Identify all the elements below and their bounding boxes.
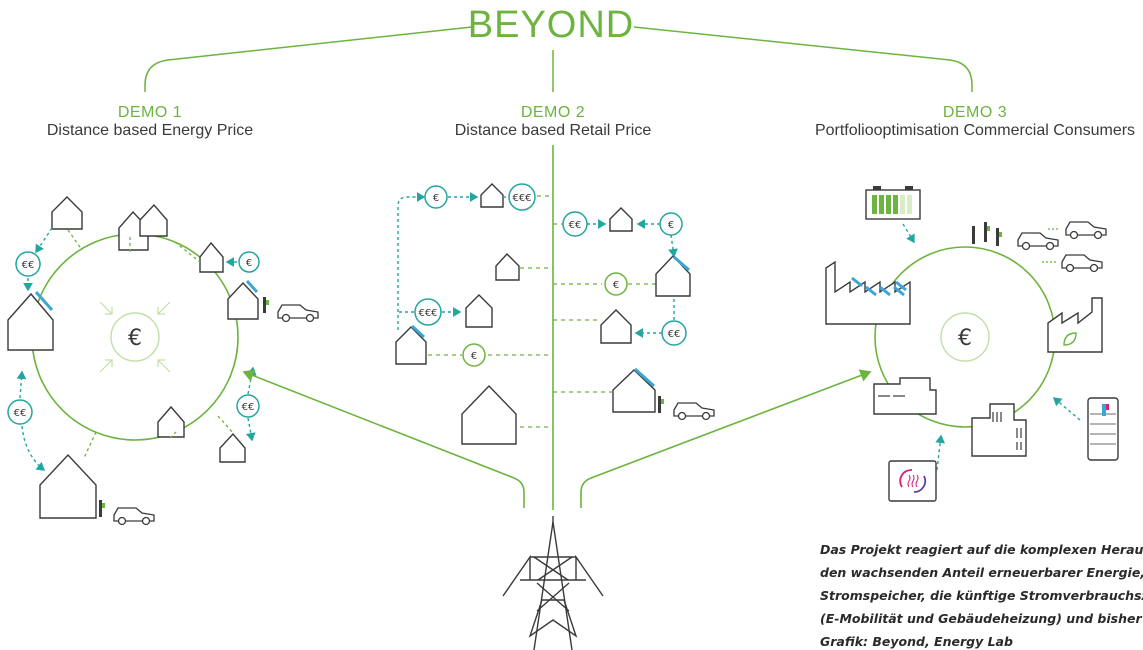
currency-token (7, 399, 33, 425)
demo1-center-circle (110, 312, 160, 362)
solar-factory-icon (825, 260, 911, 325)
demo2-teal-flows (397, 192, 678, 338)
demo1-inward-arrows (99, 301, 171, 373)
house-icon (7, 292, 54, 351)
demo1-number: DEMO 1 (117, 104, 183, 121)
token-label: €€ (22, 260, 35, 271)
demo2-description: Distance based Retail Price (454, 122, 652, 139)
token-label: € (471, 351, 477, 362)
house-icon (480, 183, 504, 208)
demo1-description: Distance based Energy Price (46, 122, 254, 139)
solar-panel-icon (34, 291, 54, 311)
token-label: €€€ (512, 193, 531, 204)
demo1-solar-panels (34, 279, 259, 311)
storage-tank-icon (1087, 397, 1119, 461)
currency-token (462, 343, 486, 367)
demo1-houses (7, 196, 259, 519)
demo2-houses (395, 183, 691, 445)
currency-token (508, 183, 536, 211)
demo2-header: DEMO 2 Distance based Retail Price (443, 104, 663, 140)
house-icon (139, 203, 168, 237)
demo3-euro-symbol: € (958, 326, 972, 351)
green-factory-icon (1047, 297, 1103, 353)
house-icon (199, 241, 224, 273)
solar-panel-icon (245, 279, 259, 294)
caption-line: den wachsenden Anteil erneuerbarer Energ… (820, 565, 1143, 580)
demo1-graphic: € €€ (7, 196, 319, 526)
token-label: €€€ (418, 308, 437, 319)
caption-line: Grafik: Beyond, Energy Lab (820, 634, 1013, 649)
demo2-tokens (414, 183, 687, 346)
demo3-ev-charging (972, 221, 1107, 273)
demo3-description: Portfoliooptimisation Commercial Consume… (814, 122, 1136, 139)
house-icon (157, 405, 185, 438)
house-icon (39, 453, 97, 519)
house-icon (465, 294, 493, 328)
demo3-header: DEMO 3 Portfoliooptimisation Commercial … (810, 104, 1140, 140)
demo2-number: DEMO 2 (520, 104, 586, 121)
token-label: € (433, 193, 439, 204)
caption-line: (E-Mobilität und Gebäudeheizung) und bis… (820, 611, 1143, 626)
demo1-header: DEMO 1 Distance based Energy Price (40, 104, 260, 140)
currency-token (414, 298, 442, 326)
demo3-graphic: € (825, 186, 1119, 502)
demo2-ev-charging (658, 396, 715, 421)
charger-icon (984, 222, 987, 242)
caption-text: Das Projekt reagiert auf die komplexen H… (820, 538, 1143, 650)
solar-panel-icon (410, 324, 426, 339)
charger-icon (99, 500, 102, 517)
house-icon (609, 207, 633, 232)
house-icon (227, 281, 259, 320)
demo1-euro-symbol: € (128, 326, 142, 351)
house-icon (461, 384, 517, 445)
currency-token (238, 251, 260, 273)
currency-token (604, 272, 628, 296)
token-label: €€ (14, 408, 27, 419)
token-label: €€ (668, 329, 681, 340)
battery-icon (865, 186, 921, 220)
house-icon (51, 196, 83, 230)
transmission-tower-icon (502, 516, 604, 650)
house-icon (495, 252, 520, 281)
demo3-center-circle (940, 312, 990, 362)
demo1-tokens (7, 251, 260, 425)
office-building-icon (971, 403, 1027, 457)
demo2-green-tokens (462, 272, 628, 367)
charger-icon (996, 228, 999, 246)
charger-icon (658, 396, 661, 413)
token-label: € (246, 258, 252, 269)
house-icon (395, 326, 427, 365)
house-icon (655, 254, 691, 297)
charger-icon (972, 226, 975, 244)
caption-line: Das Projekt reagiert auf die komplexen H… (820, 542, 1143, 557)
warehouse-icon (873, 377, 937, 415)
demo1-green-links (67, 229, 235, 459)
currency-token (236, 394, 260, 418)
currency-token (15, 251, 41, 277)
token-label: € (668, 220, 674, 231)
top-bracket (144, 26, 973, 92)
token-label: €€ (242, 402, 255, 413)
demo1-ev-charging (99, 297, 319, 526)
page-title: BEYOND (467, 4, 635, 46)
solar-panel-icon (673, 255, 690, 272)
solar-panel-icon (633, 367, 656, 388)
token-label: €€ (569, 220, 582, 231)
house-icon (219, 432, 246, 463)
leaf-icon (1063, 332, 1077, 346)
house-icon (600, 309, 632, 344)
feed-lines (242, 369, 872, 508)
heat-pump-icon (888, 460, 937, 502)
charger-icon (263, 297, 266, 313)
demo2-graphic: € €€€ €€ € €€€ €€ € € (395, 145, 715, 510)
caption-line: Stromspeicher, die künftige Stromverbrau… (820, 588, 1143, 603)
house-icon (612, 369, 656, 413)
token-label: € (613, 280, 619, 291)
demo3-number: DEMO 3 (942, 104, 1008, 121)
demo2-solar-panels (410, 255, 690, 388)
